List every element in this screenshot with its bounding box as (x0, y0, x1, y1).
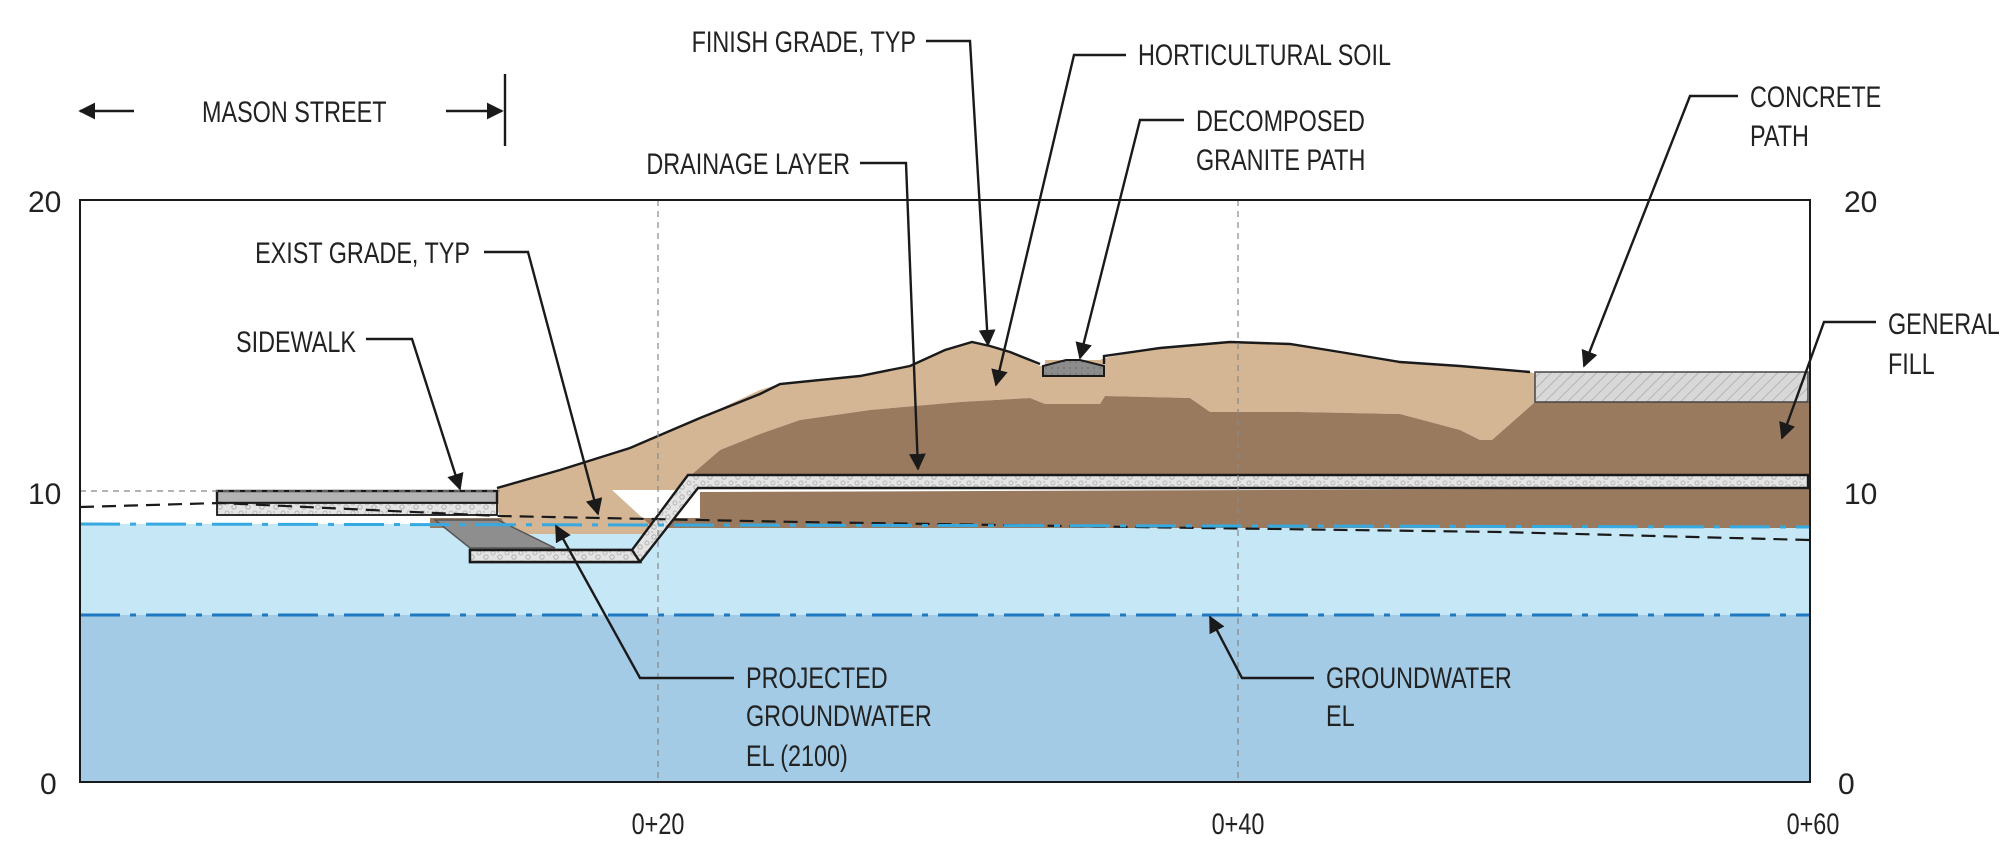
finish-grade-callout: FINISH GRADE, TYP (692, 25, 916, 58)
groundwater-callout-line1: GROUNDWATER (1326, 661, 1512, 694)
groundwater-leader (1208, 615, 1314, 680)
drainage-layer-leader (860, 161, 926, 471)
soil-layers (430, 342, 1810, 534)
decomposed-granite-callout-line1: DECOMPOSED (1196, 104, 1365, 137)
decomposed-granite-leader (1075, 118, 1184, 360)
projected-groundwater-zone (80, 524, 1810, 616)
y-tick-left-10: 10 (28, 478, 61, 511)
concrete-path-slab (1534, 371, 1809, 403)
sidewalk-leader (366, 337, 464, 491)
sidewalk-callout: SIDEWALK (236, 325, 356, 358)
y-tick-right-20: 20 (1844, 186, 1877, 219)
water-layers (80, 524, 1810, 782)
decomposed-granite-path (1042, 359, 1105, 377)
groundwater-callout-line2: EL (1326, 699, 1355, 732)
finish-grade-line-right (1102, 340, 1531, 374)
general-fill-callout-line2: FILL (1888, 347, 1935, 380)
horticultural-soil-leader (991, 53, 1126, 387)
mason-street-label: MASON STREET (202, 95, 387, 128)
general-fill-callout-line1: GENERAL (1888, 307, 2000, 340)
y-tick-left-0: 0 (40, 768, 57, 801)
sidewalk-slab (215, 489, 499, 505)
horticultural-soil-callout: HORTICULTURAL SOIL (1138, 38, 1391, 71)
drainage-layer-callout: DRAINAGE LAYER (646, 147, 850, 180)
existing-grade-line (79, 501, 1811, 542)
x-tick-0-40: 0+40 (1212, 807, 1265, 840)
projected-groundwater-leader (554, 524, 734, 680)
mason-street-marker: MASON STREET (78, 74, 507, 146)
concrete-path-callout-line2: PATH (1750, 119, 1809, 152)
current-groundwater-zone (80, 615, 1810, 782)
projected-groundwater-callout-line2: GROUNDWATER (746, 699, 932, 732)
diagram-frame (79, 199, 1811, 783)
x-tick-0-60: 0+60 (1787, 807, 1840, 840)
general-fill-layer (680, 396, 1810, 490)
decomposed-granite-callout-line2: GRANITE PATH (1196, 143, 1365, 176)
x-tick-0-20: 0+20 (632, 807, 685, 840)
sidewalk-base (432, 519, 556, 549)
general-fill-deep-layer (430, 488, 1810, 528)
exist-grade-callout: EXIST GRADE, TYP (255, 236, 470, 269)
y-tick-right-0: 0 (1838, 768, 1855, 801)
concrete-path-callout-line1: CONCRETE (1750, 80, 1881, 113)
concrete-path-leader (1581, 94, 1738, 368)
finish-grade-leader (926, 39, 996, 347)
y-tick-left-20: 20 (28, 186, 61, 219)
projected-groundwater-callout-line3: EL (2100) (746, 739, 848, 772)
projected-groundwater-line (79, 522, 1811, 529)
drainage-base (468, 548, 643, 564)
horticultural-soil-layer (497, 342, 1535, 534)
general-fill-leader (1779, 320, 1876, 440)
projected-groundwater-callout-line1: PROJECTED (746, 661, 888, 694)
exist-grade-leader (484, 250, 603, 516)
y-tick-right-10: 10 (1844, 478, 1877, 511)
